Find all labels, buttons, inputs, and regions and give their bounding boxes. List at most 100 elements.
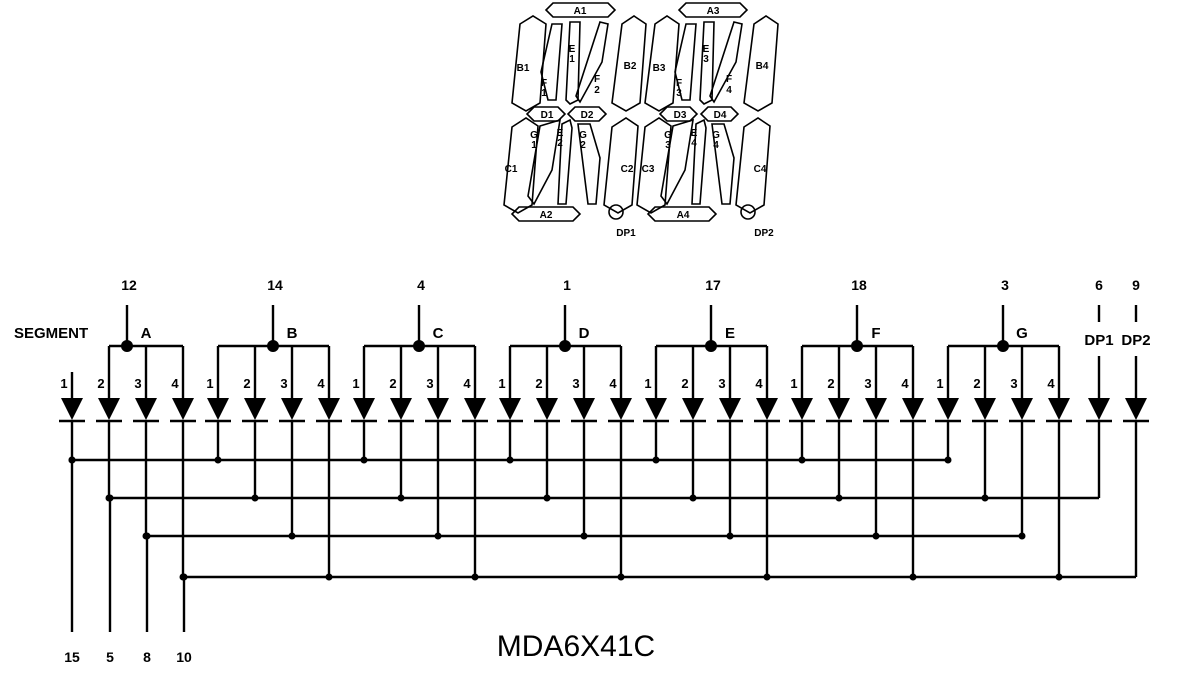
- segment-group-g-diode-1: [937, 398, 959, 420]
- segment-group-a-diode-2-number: 2: [97, 376, 104, 391]
- segment-group-f-letter: F: [871, 325, 880, 342]
- dp2-label: DP2: [1121, 332, 1150, 349]
- segment-group-b-diode-1-number: 1: [206, 376, 213, 391]
- segment-group-d-letter: D: [579, 325, 590, 342]
- segment-b4: [743, 15, 779, 112]
- segment-group-c-diode-1: [353, 398, 375, 420]
- segment-group-a-junction: [121, 340, 133, 352]
- segment-group-d-diode-4-number: 4: [609, 376, 617, 391]
- label-g2a: G: [579, 130, 587, 141]
- segment-group-g-diode-1-number: 1: [936, 376, 943, 391]
- segment-group-g-pin-label: 3: [1001, 277, 1009, 293]
- label-f1a: F: [541, 78, 547, 89]
- segment-group-f-diode-4-number: 4: [901, 376, 909, 391]
- label-a1: A1: [574, 6, 587, 17]
- segment-group-a-letter: A: [141, 325, 152, 342]
- segment-b1: [511, 15, 547, 112]
- segment-group-e-diode-3: [719, 398, 741, 420]
- segment-c4: [735, 117, 771, 214]
- segment-f4: [709, 21, 743, 104]
- label-dp1: DP1: [616, 228, 636, 239]
- part-number: MDA6X41C: [497, 630, 655, 663]
- segment-group-e-diode-2: [682, 398, 704, 420]
- segment-group-d-diode-1: [499, 398, 521, 420]
- label-a2: A2: [540, 210, 553, 221]
- label-e4b: 4: [691, 138, 697, 149]
- dp2-diode: [1125, 398, 1147, 420]
- segment-b3: [644, 15, 680, 112]
- label-e2a: E: [557, 128, 564, 139]
- segment-group-e-diode-1: [645, 398, 667, 420]
- segment-group-c-diode-2: [390, 398, 412, 420]
- segment-group-c-diode-2-number: 2: [389, 376, 396, 391]
- segment-c3: [636, 117, 672, 214]
- segment-g4: [711, 123, 735, 205]
- segment-group-d-pin-label: 1: [563, 277, 571, 293]
- segment-f1: [540, 23, 563, 101]
- label-c1: C1: [505, 164, 518, 175]
- segment-f3: [674, 23, 697, 101]
- segment-group-g-diode-3: [1011, 398, 1033, 420]
- segment-group-g-letter: G: [1016, 325, 1028, 342]
- label-e3b: 3: [703, 54, 709, 65]
- bottom-pin-label-1: 15: [64, 649, 80, 665]
- bottom-pin-label-4: 10: [176, 649, 192, 665]
- dp1-dot: [608, 204, 624, 220]
- segment-group-c-letter: C: [433, 325, 444, 342]
- segment-group-g-diode-4: [1048, 398, 1070, 420]
- label-c2: C2: [621, 164, 634, 175]
- segment-group-e-diode-2-number: 2: [681, 376, 688, 391]
- segment-group-a-diode-3: [135, 398, 157, 420]
- segment-a4: [646, 206, 718, 222]
- label-a3: A3: [707, 6, 720, 17]
- label-e2b: 2: [557, 138, 563, 149]
- segment-group-b-diode-2-number: 2: [243, 376, 250, 391]
- segment-group-g-diode-4-number: 4: [1047, 376, 1055, 391]
- segment-group-b-pin-label: 14: [267, 277, 283, 293]
- segment-group-a-diode-1: [61, 398, 83, 420]
- segment-a2: [510, 206, 582, 222]
- segment-c1: [503, 117, 539, 214]
- label-b2: B2: [624, 61, 637, 72]
- label-a4: A4: [677, 210, 690, 221]
- segment-group-e-diode-1-number: 1: [644, 376, 651, 391]
- segment-d4: [699, 106, 740, 122]
- label-b4: B4: [756, 61, 769, 72]
- segment-group-a-diode-1-number: 1: [60, 376, 67, 391]
- segment-label: SEGMENT: [14, 325, 88, 342]
- segment-group-d-diode-1-number: 1: [498, 376, 505, 391]
- dp1-diode: [1088, 398, 1110, 420]
- label-e1b: 1: [569, 54, 575, 65]
- segment-group-a-diode-2: [98, 398, 120, 420]
- segment-c2: [603, 117, 639, 214]
- label-g4b: 4: [713, 140, 719, 151]
- label-c3: C3: [642, 164, 655, 175]
- label-e4a: E: [691, 128, 698, 139]
- segment-group-e-diode-3-number: 3: [718, 376, 725, 391]
- segment-group-b-diode-4-number: 4: [317, 376, 325, 391]
- segment-group-e-diode-4-number: 4: [755, 376, 763, 391]
- segment-group-g-junction: [997, 340, 1009, 352]
- label-d4: D4: [714, 110, 727, 121]
- segment-group-f-junction: [851, 340, 863, 352]
- label-f2b: 2: [594, 85, 600, 96]
- dp2-dot: [740, 204, 756, 220]
- segment-group-g-diode-2: [974, 398, 996, 420]
- segment-group-b-diode-2: [244, 398, 266, 420]
- label-b1: B1: [517, 63, 530, 74]
- label-c4: C4: [754, 164, 767, 175]
- segment-group-c-pin-label: 4: [417, 277, 425, 293]
- segment-group-b-letter: B: [287, 325, 298, 342]
- bottom-pin-label-3: 8: [143, 649, 151, 665]
- segment-group-e-junction: [705, 340, 717, 352]
- segment-group-d-junction: [559, 340, 571, 352]
- segment-group-d-diode-3-number: 3: [572, 376, 579, 391]
- label-d1: D1: [541, 110, 554, 121]
- segment-group-f-diode-2-number: 2: [827, 376, 834, 391]
- segment-group-d-diode-2-number: 2: [535, 376, 542, 391]
- label-f4b: 4: [726, 85, 732, 96]
- label-g1a: G: [530, 130, 538, 141]
- segment-group-c-diode-3-number: 3: [426, 376, 433, 391]
- dp2-pin-label: 9: [1132, 277, 1140, 293]
